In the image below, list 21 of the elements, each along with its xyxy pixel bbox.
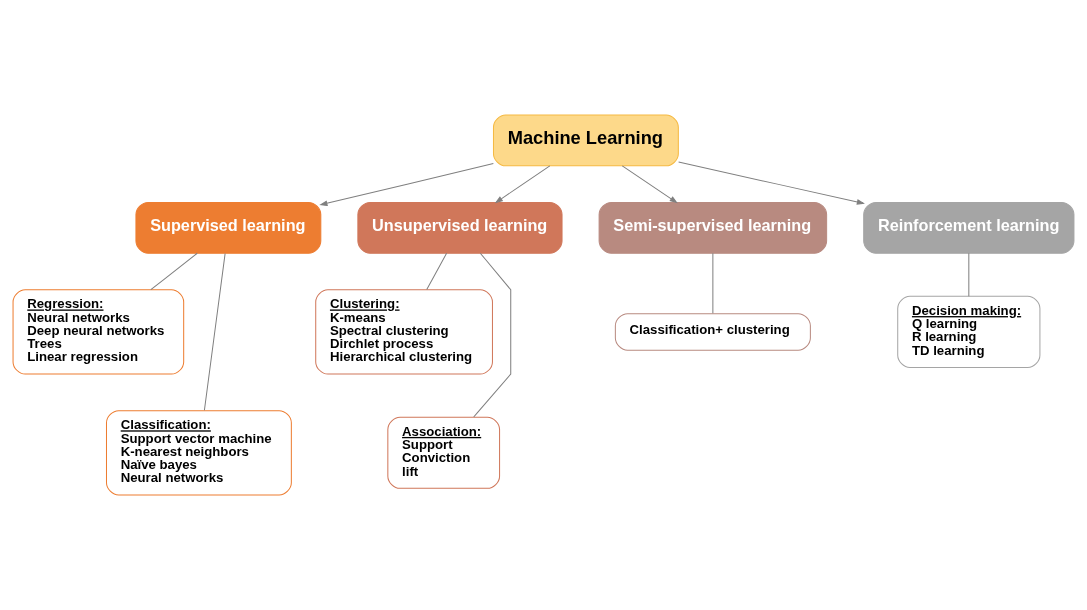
arrow <box>621 165 678 204</box>
connector <box>150 252 198 291</box>
connector <box>473 252 512 418</box>
node-box: Unsupervised learning <box>357 201 563 254</box>
connector <box>426 252 448 290</box>
node-box: Decision making: Q learning R learning TD learning <box>897 295 1041 368</box>
node-box: Classification: Support vector machine K-nearest neighbors Naïve bayes Neural networks <box>105 410 292 496</box>
connector <box>968 252 970 297</box>
node-box: Clustering: K-means Spectral clustering Dirchlet process Hierarchical clustering <box>315 289 493 375</box>
node-box: Supervised learning <box>135 201 322 254</box>
node-box: Machine Learning <box>492 114 679 167</box>
arrow <box>319 163 494 206</box>
node-box: Regression: Neural networks Deep neural networks Trees Linear regression <box>12 289 185 375</box>
connector <box>712 252 714 314</box>
connector <box>203 253 226 411</box>
node-box: Reinforcement learning <box>863 201 1075 254</box>
node-box: Classification+ clustering <box>614 313 811 351</box>
node-box: Semi-supervised learning <box>598 201 828 254</box>
arrow <box>494 165 551 204</box>
node-box: Association: Support Conviction lift <box>387 416 501 489</box>
arrow <box>678 161 865 205</box>
